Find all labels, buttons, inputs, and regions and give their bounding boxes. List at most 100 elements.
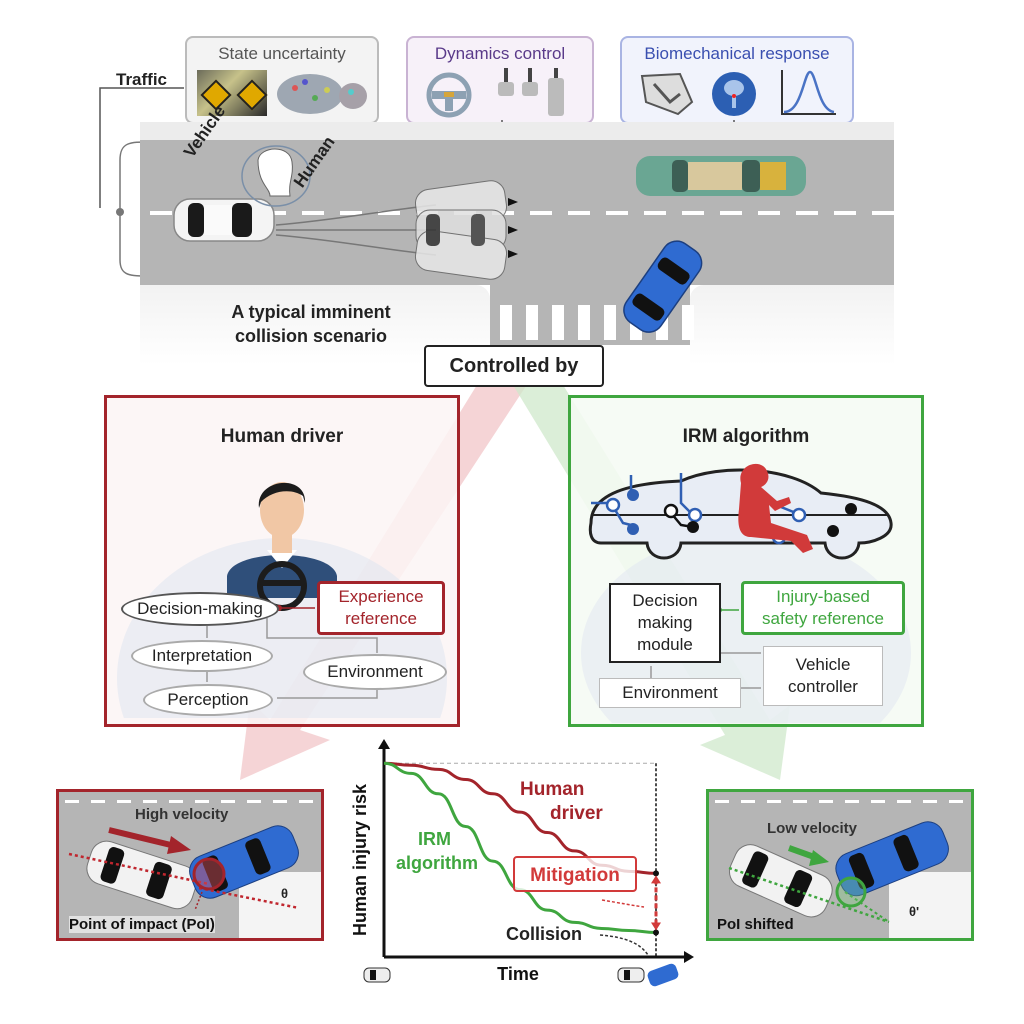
- lane-dash: [796, 211, 818, 215]
- series-end-point: [653, 929, 659, 936]
- human-head-icon: [241, 145, 311, 207]
- lane-dash: [117, 800, 131, 803]
- mitigation-arrow-head-up: [651, 875, 661, 884]
- human-driver-title: Human driver: [220, 426, 344, 447]
- injury-reference-line1: Injury-based: [776, 586, 870, 606]
- environment-node: Environment: [599, 678, 741, 708]
- crossing-car-icon: [623, 240, 703, 333]
- lane-dash: [949, 800, 963, 803]
- decision-making-node: Decision-making: [121, 592, 279, 626]
- point-of-impact-label: Point of impact (PoI): [69, 916, 215, 933]
- biomechanical-response-title: Biomechanical response: [644, 44, 830, 63]
- theta-label: θ: [281, 886, 289, 901]
- x-axis-arrow: [684, 951, 694, 963]
- mitigation-box: [513, 856, 637, 892]
- lane-dash: [299, 800, 313, 803]
- decision-module-line1: Decision: [632, 590, 698, 610]
- ego-car-icon: [173, 198, 275, 242]
- lane-dash: [644, 211, 666, 215]
- pedals-icon: [498, 68, 564, 116]
- road-sign-scene-icon: [197, 70, 268, 116]
- controlled-by-label: Controlled by: [424, 345, 604, 387]
- irm-algorithm-title: IRM algorithm: [682, 426, 810, 447]
- traffic-label: Traffic: [116, 70, 168, 89]
- decision-making-module-node: Decision making module: [609, 583, 721, 663]
- sidewalk: [239, 872, 321, 938]
- lane-dash: [871, 800, 885, 803]
- chart-annotations: [599, 875, 661, 956]
- lane-dash: [340, 211, 362, 215]
- sidewalk: [889, 872, 971, 938]
- x-axis-label: Time: [497, 964, 539, 984]
- biomechanical-response-box: Biomechanical response: [620, 36, 854, 124]
- y-axis-label: Human injury risk: [350, 783, 370, 936]
- high-velocity-scene: High velocity θ Point of impact (PoI): [56, 789, 324, 941]
- start-car-icon: [363, 967, 391, 983]
- perception-node: Perception: [143, 684, 273, 716]
- experience-reference-line1: Experience: [338, 586, 424, 606]
- lane-dash: [169, 800, 183, 803]
- injury-based-safety-reference-node: Injury-based safety reference: [741, 581, 905, 635]
- parked-car-icon: [636, 156, 806, 196]
- lane-dash: [715, 800, 729, 803]
- y-axis-arrow: [378, 739, 390, 749]
- collision-illustration: [68, 825, 300, 911]
- mitigation-label: Mitigation: [530, 865, 620, 886]
- irm-algorithm-panel: IRM algorithm Decision making module Inj…: [568, 395, 924, 727]
- lane-dash: [195, 800, 209, 803]
- low-velocity-scene: Low velocity θ' PoI shifted: [706, 789, 974, 941]
- lane-dash: [150, 211, 172, 215]
- vehicle-controller-line2: controller: [788, 677, 858, 696]
- lane-dash: [897, 800, 911, 803]
- dynamics-control-title: Dynamics control: [434, 44, 566, 63]
- crosswalk-stripe: [552, 305, 564, 340]
- series-label-human-driver-2: driver: [550, 803, 603, 824]
- lane-dash: [568, 211, 590, 215]
- lane-dash: [65, 800, 79, 803]
- decision-module-line3: module: [637, 635, 693, 655]
- chart-axes: [378, 739, 694, 963]
- experience-reference-node: Experience reference: [317, 581, 445, 635]
- lane-dash: [221, 800, 235, 803]
- lane-dash: [247, 800, 261, 803]
- lane-dash: [834, 211, 856, 215]
- collision-cars-icon: [617, 963, 679, 987]
- lane-dash: [91, 800, 105, 803]
- road-shoulder: [140, 122, 894, 142]
- lane-dash: [302, 211, 324, 215]
- series-label-irm-2: algorithm: [396, 853, 478, 873]
- lane-dash: [923, 800, 937, 803]
- series-label-human-driver-1: Human: [520, 779, 584, 800]
- lane-dash: [741, 800, 755, 803]
- lane-dash: [378, 211, 400, 215]
- decision-module-line2: making: [637, 612, 693, 632]
- occupant-model-icon: [640, 72, 694, 116]
- scenario-caption: A typical imminent collision scenario: [196, 300, 426, 349]
- vehicle-controller-node: Vehicle controller: [763, 646, 883, 706]
- injury-risk-chart: Human injury risk Time Human driver IRM …: [350, 739, 694, 987]
- collision-label: Collision: [506, 924, 582, 944]
- environment-node: Environment: [303, 654, 447, 690]
- brain-icon: [712, 72, 756, 116]
- scenario-caption-line2: collision scenario: [234, 326, 388, 347]
- lane-dash: [845, 800, 859, 803]
- series-label-irm-1: IRM: [418, 829, 451, 849]
- human-driver-panel: Human driver Decision-making Experience …: [104, 395, 460, 727]
- state-uncertainty-title: State uncertainty: [218, 44, 346, 63]
- lane-dash: [767, 800, 781, 803]
- crosswalk-stripe: [578, 305, 590, 340]
- interpretation-node: Interpretation: [131, 640, 273, 672]
- state-uncertainty-box: State uncertainty: [185, 36, 379, 124]
- scenario-caption-line1: A typical imminent: [231, 302, 391, 322]
- lane-dash: [819, 800, 833, 803]
- response-curve-icon: [781, 70, 836, 115]
- lane-dash: [720, 211, 742, 215]
- lane-dash: [273, 800, 287, 803]
- predicted-trajectories-icon: [276, 180, 518, 280]
- mitigation-pointer: [601, 899, 645, 908]
- mitigation-arrow-head-down: [651, 922, 661, 931]
- collision-illustration: [728, 821, 949, 924]
- vehicle-controller-line1: Vehicle: [795, 654, 851, 674]
- lane-dash: [606, 211, 628, 215]
- theta-prime-label: θ': [909, 904, 920, 919]
